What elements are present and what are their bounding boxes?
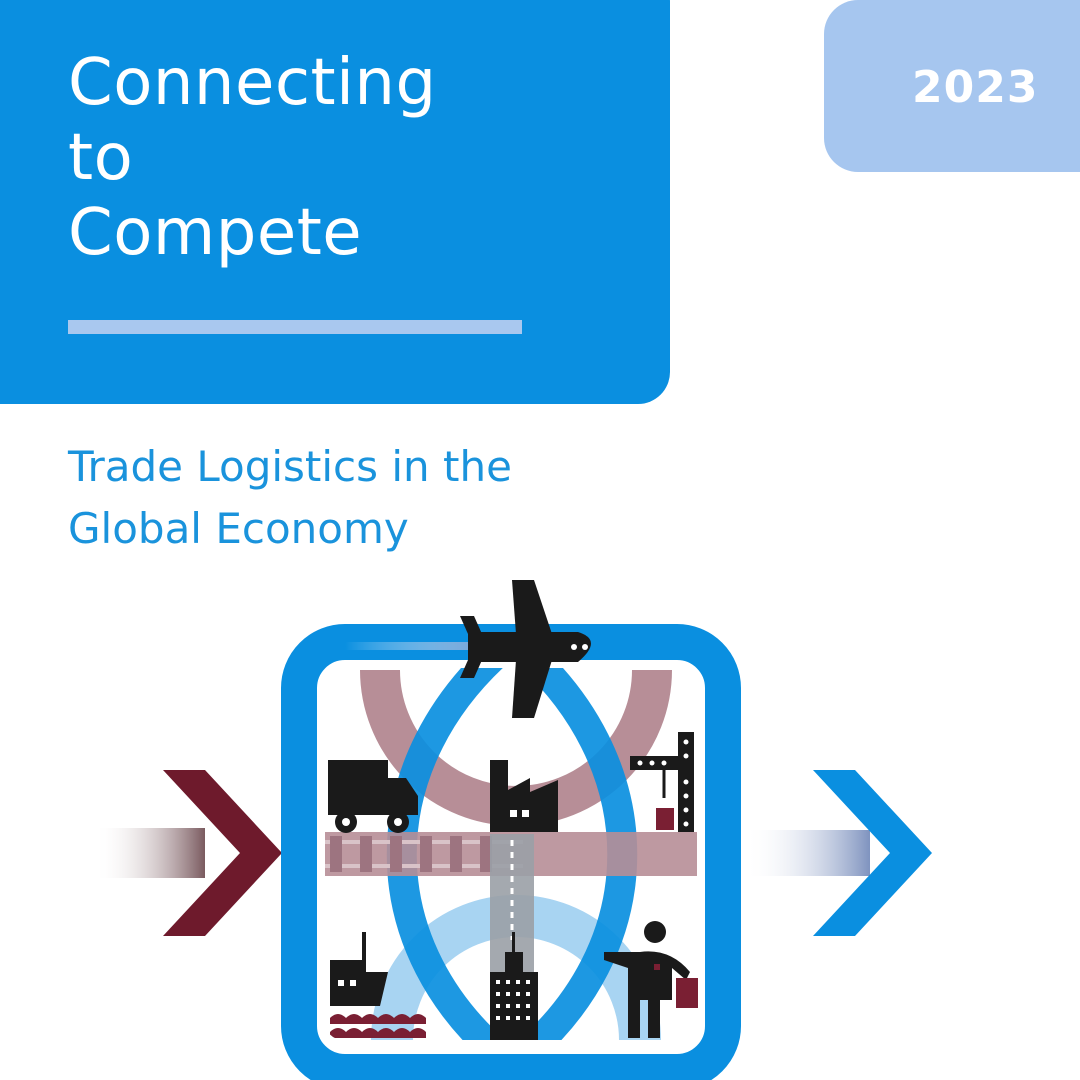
title-line-3: Compete <box>68 196 363 270</box>
subtitle-line-2: Global Economy <box>68 504 409 553</box>
subtitle-line-1: Trade Logistics in the <box>68 442 512 491</box>
logistics-illustration <box>95 580 932 1080</box>
year-label: 2023 <box>912 62 1039 113</box>
cover-subtitle: Trade Logistics in the Global Economy <box>68 436 512 560</box>
year-panel <box>824 0 1080 172</box>
cover-title: Connecting to Compete <box>68 46 437 271</box>
truck-icon <box>328 760 418 833</box>
arrow-out-icon <box>745 770 932 936</box>
title-panel <box>0 0 670 404</box>
factory-icon <box>490 760 558 832</box>
person-with-bag-icon <box>604 921 698 1038</box>
arrow-in-icon <box>95 770 282 936</box>
title-line-1: Connecting <box>68 46 437 120</box>
crane-icon <box>630 732 694 832</box>
title-underline-rule <box>68 320 522 334</box>
title-line-2: to <box>68 121 134 195</box>
ship-icon <box>330 932 388 1006</box>
airplane-icon <box>460 580 591 718</box>
skyscraper-icon <box>490 932 538 1040</box>
